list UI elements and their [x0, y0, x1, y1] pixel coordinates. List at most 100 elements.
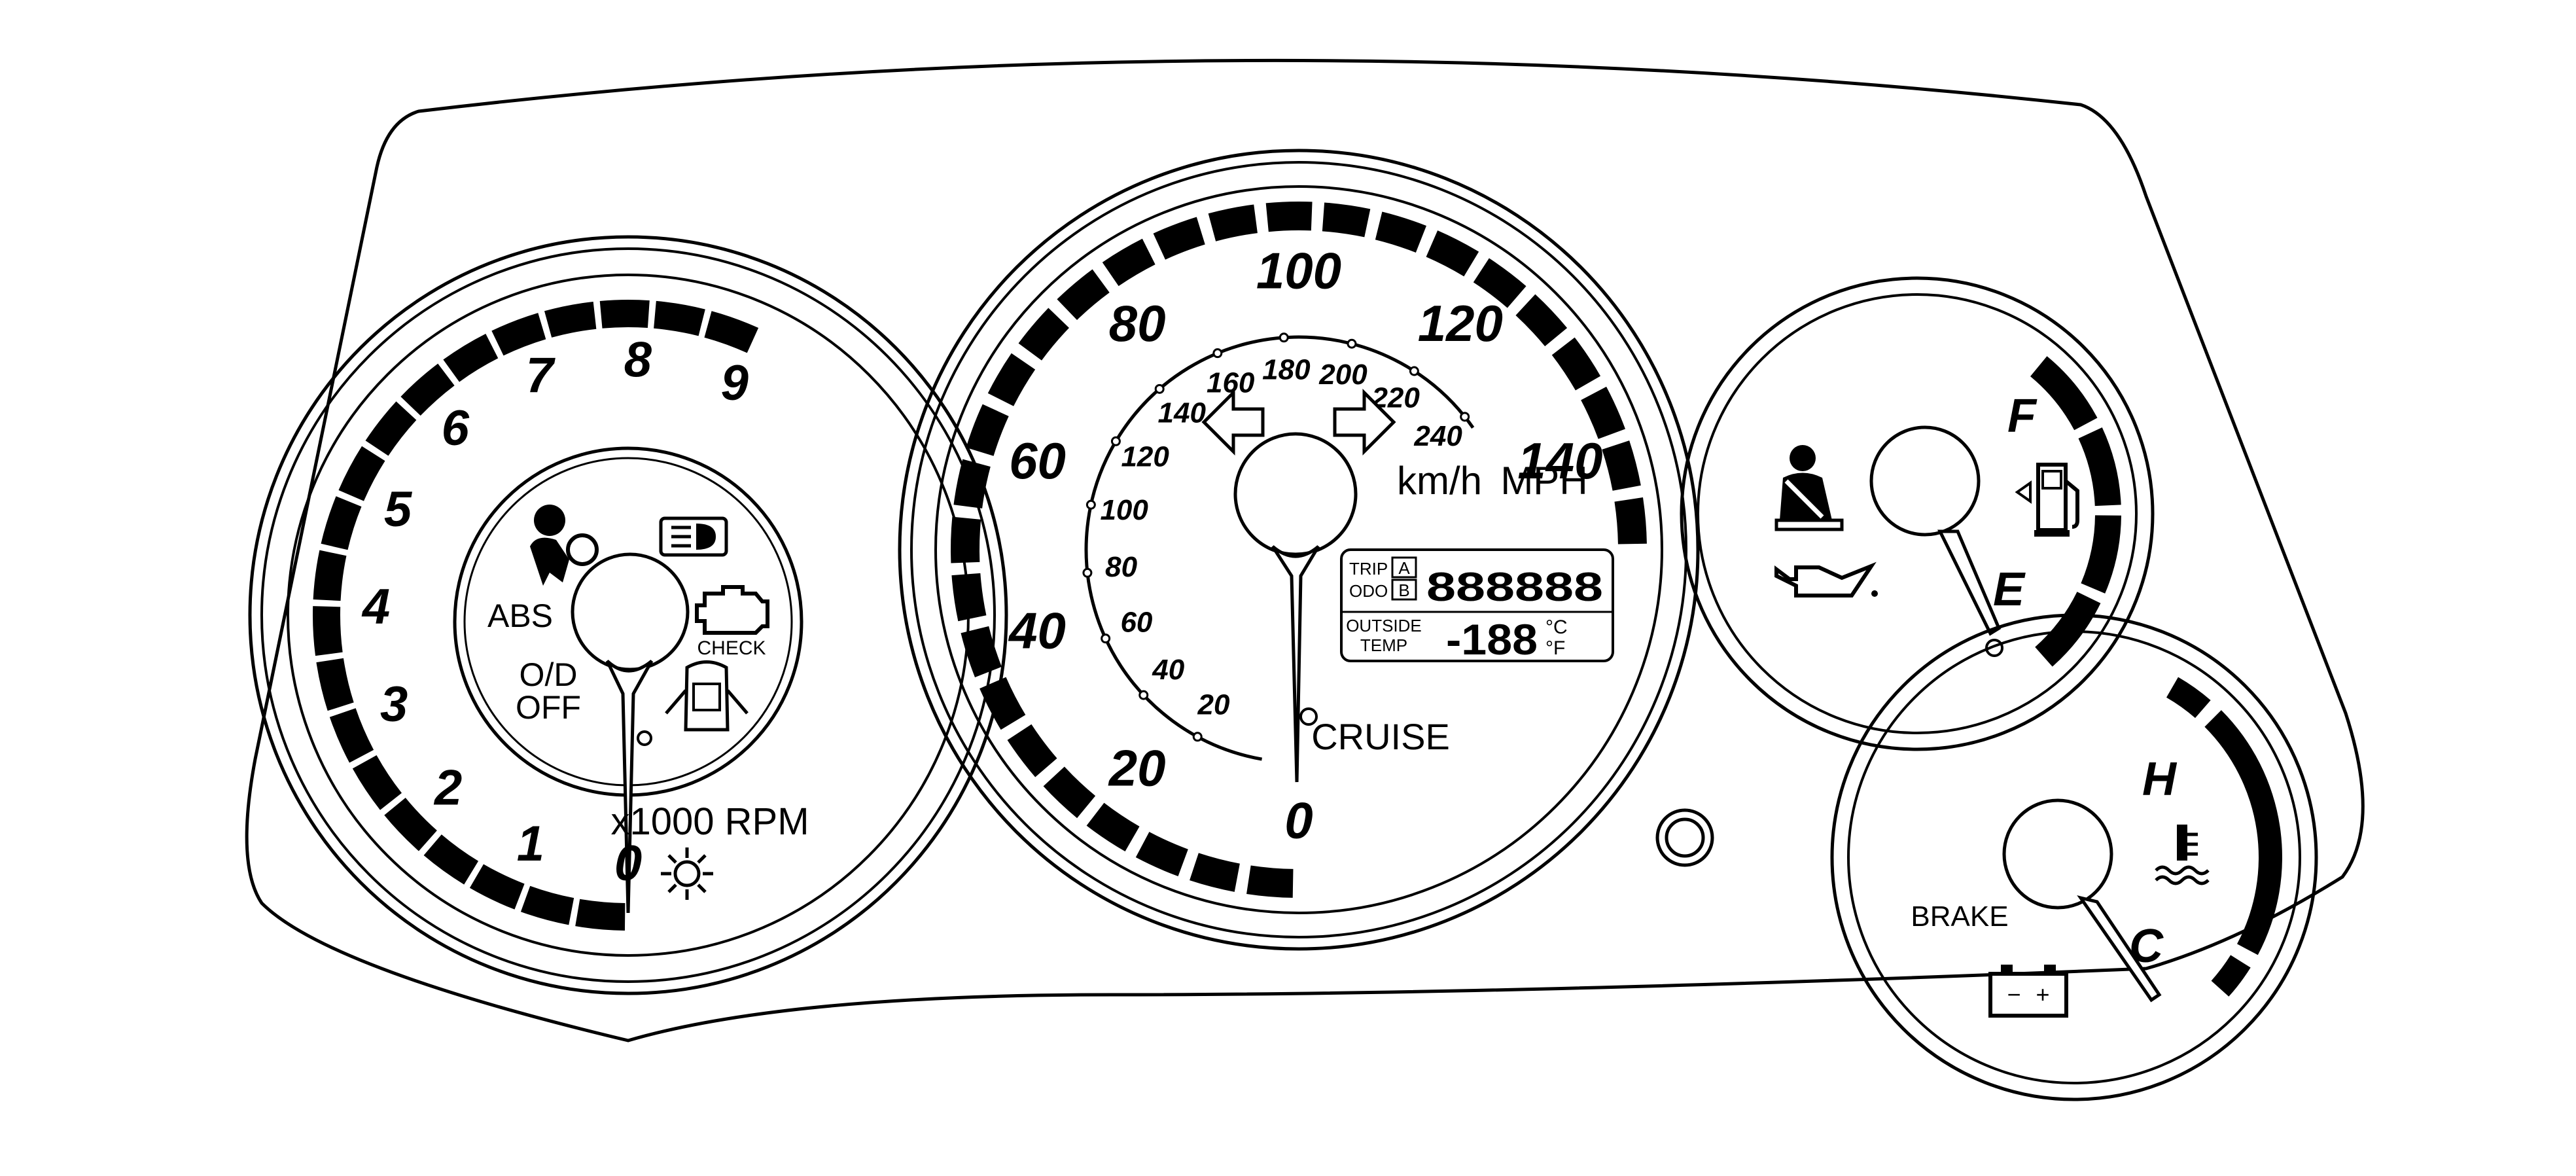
tach-scale-block [338, 446, 385, 501]
mph-number: 140 [1517, 432, 1602, 490]
mph-scale-block [951, 516, 981, 563]
tach-scale-block [384, 797, 437, 851]
mph-number: 60 [1009, 432, 1066, 490]
turn-right-arrow-icon [1333, 388, 1396, 456]
mph-scale-block [1190, 853, 1240, 892]
trip-b-label: B [1398, 580, 1409, 600]
temp-scale-block [2211, 955, 2251, 997]
mph-scale-block [1007, 724, 1057, 777]
unit-celsius: °C [1545, 616, 1568, 638]
tach-number: 5 [384, 482, 413, 537]
mph-number: 100 [1256, 242, 1341, 300]
tach-scale-block [469, 864, 525, 910]
fuel-needle [1937, 529, 2002, 636]
od-label-line1: O/D [520, 656, 578, 693]
fuel-full-label: F [2007, 390, 2038, 442]
mph-scale-block [1246, 865, 1294, 898]
outside-label: OUTSIDE [1346, 616, 1422, 635]
temp-scale-block [2204, 710, 2282, 955]
tach-scale-block [316, 658, 354, 711]
tach-scale-block [443, 333, 499, 382]
fuel-bezel-inner [1697, 293, 2138, 734]
coolant-temp-icon [2155, 825, 2210, 885]
mph-scale-block [1581, 386, 1626, 439]
tach-reset-knob[interactable] [637, 730, 652, 746]
mph-scale-block [951, 573, 987, 622]
speedo-mph-scale [951, 202, 1647, 898]
abs-label: ABS [487, 597, 553, 634]
oil-can-icon [1774, 561, 1878, 597]
fuel-scale-block [2035, 592, 2101, 667]
kmh-label: km/h [1397, 459, 1482, 503]
fuel-scale-block [2030, 356, 2098, 431]
mph-scale-block [1153, 217, 1205, 260]
od-label-line2: OFF [516, 689, 581, 726]
mph-label: MPH [1500, 459, 1587, 503]
tach-scale [313, 300, 759, 931]
tach-scale-block [329, 708, 374, 763]
temp-digits: -188 [1446, 615, 1538, 664]
mph-scale-block [1551, 337, 1601, 391]
kmh-number: 80 [1105, 551, 1137, 583]
tach-number: 1 [517, 816, 544, 872]
temp-bezel-inner [1847, 630, 2301, 1084]
trip-a-button[interactable] [1391, 556, 1417, 579]
door-ajar-icon [665, 660, 749, 732]
temp-scale-block [2166, 677, 2211, 719]
fuel-pump-icon [2015, 463, 2079, 537]
trip-reset-knob[interactable] [1655, 808, 1714, 867]
kmh-tick-dot [1110, 436, 1121, 446]
headlight-icon [659, 516, 728, 557]
tach-scale-block [704, 311, 759, 353]
tach-number: 9 [721, 355, 749, 411]
mph-number: 80 [1109, 294, 1166, 352]
battery-plus-label: + [2036, 981, 2049, 1008]
fuel-gauge: F E [1680, 276, 2155, 751]
tach-number: 6 [442, 401, 470, 456]
check-label: CHECK [697, 637, 766, 659]
tach-scale-block [491, 313, 546, 356]
kmh-tick-dot [1460, 412, 1470, 422]
rpm-unit-label: x1000 RPM [610, 800, 809, 843]
mph-number: 0 [1284, 792, 1313, 849]
temp-needle-hub [2002, 798, 2113, 910]
odo-label: ODO [1349, 581, 1388, 601]
kmh-number: 120 [1121, 440, 1169, 472]
mph-number: 120 [1418, 294, 1503, 352]
tach-scale-block [544, 301, 597, 338]
kmh-number: 100 [1100, 494, 1148, 526]
tach-bezel-inner [260, 247, 996, 983]
tach-scale-block [352, 755, 402, 810]
mph-number: 20 [1108, 739, 1166, 796]
kmh-tick-dot [1082, 567, 1093, 578]
trip-b-button[interactable] [1391, 579, 1417, 601]
odometer-digits: 888888 [1426, 565, 1603, 610]
kmh-number: 140 [1158, 397, 1207, 429]
tach-number: 8 [624, 332, 652, 387]
tach-numbers: 0123456789 [361, 332, 749, 891]
mph-scale-block [1426, 230, 1479, 277]
tach-number: 7 [526, 348, 556, 404]
lcd-display: TRIP A ODO B 888888 OUTSIDE TEMP -188 °C… [1340, 548, 1614, 664]
speedo-needle [1271, 545, 1320, 783]
tach-number: 4 [361, 579, 390, 635]
mph-scale-block [1322, 202, 1371, 238]
speedo-dial-face [934, 185, 1663, 914]
mph-scale-block [1265, 202, 1313, 232]
temp-label: TEMP [1360, 635, 1407, 655]
mph-scale-block [1515, 294, 1568, 347]
mph-scale-block [1043, 766, 1096, 819]
mph-scale-block [1208, 204, 1258, 241]
fuel-empty-label: E [1993, 563, 2026, 616]
kmh-number: 240 [1413, 420, 1462, 452]
fuel-scale [2030, 356, 2121, 667]
mph-scale-block [961, 626, 1002, 677]
mph-scale-block [1086, 802, 1140, 852]
mph-scale-block [953, 459, 991, 508]
temp-scale [2166, 677, 2282, 997]
kmh-number: 200 [1318, 359, 1367, 391]
kmh-tick-dot [1101, 633, 1111, 644]
speedo-kmh-scale [1082, 332, 1475, 761]
tach-scale-block [400, 363, 455, 416]
check-engine-icon [695, 585, 769, 635]
